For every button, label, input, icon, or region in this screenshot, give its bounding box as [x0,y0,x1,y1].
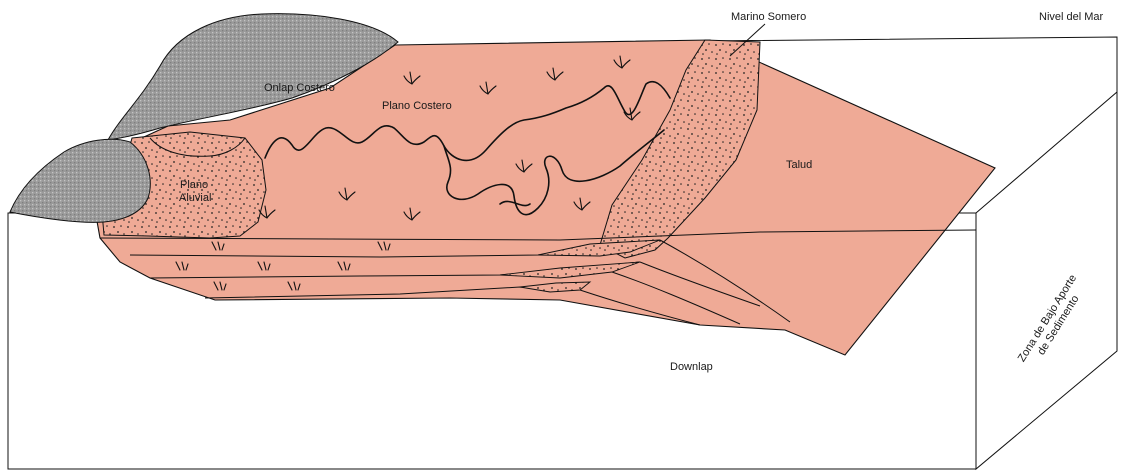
right-face [976,92,1117,469]
plano-aluvial-label-1: Plano [180,179,208,191]
talud-label: Talud [786,159,812,171]
plano-costero-label: Plano Costero [382,100,452,112]
downlap-label: Downlap [670,361,713,373]
alluvial-rock-body [10,139,150,222]
onlap-costero-label: Onlap Costero [264,82,335,94]
nivel-del-mar-label: Nivel del Mar [1039,11,1104,23]
marino-somero-label: Marino Somero [731,11,806,23]
plano-aluvial-label-2: Aluvial [179,192,211,204]
zona-bajo-aporte-label-group: Zona de Bajo Aporte de Sedimento [1016,273,1090,371]
